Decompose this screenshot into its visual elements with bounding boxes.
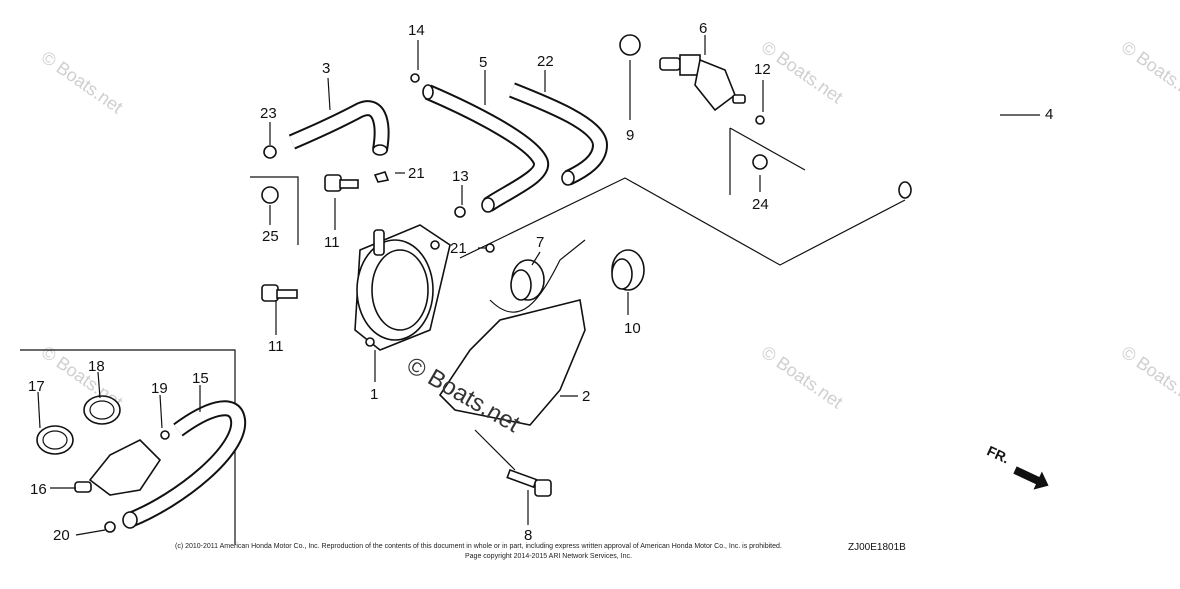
bracket-2 [438,239,586,426]
callout-1: 1 [370,386,378,403]
boundary-lines [20,127,906,545]
callout-10: 10 [624,320,641,337]
callout-16: 16 [30,481,47,498]
callout-23: 23 [260,105,277,122]
callout-11-upper: 11 [324,234,340,251]
callout-9: 9 [626,127,634,144]
callout-13: 13 [452,168,469,185]
callout-8: 8 [524,527,532,544]
callout-24: 24 [752,196,769,213]
callout-11-lower: 11 [268,338,284,355]
hose-4 [774,50,1010,199]
fuel-pump-1 [354,224,451,351]
callout-19: 19 [151,380,168,397]
direction-label: FR. [985,442,1012,466]
hose-15 [122,400,247,529]
watermark: © Boats.net [1118,37,1180,107]
bolt-11-upper [324,174,359,192]
callout-5: 5 [479,54,487,71]
clamp-18 [83,395,121,425]
grommet-7 [510,259,545,301]
callout-12: 12 [754,61,771,78]
clamp-17 [36,425,74,455]
arrow-icon [1013,466,1049,490]
callout-17: 17 [28,378,45,395]
callout-3: 3 [322,60,330,77]
copyright-line-1: (c) 2010-2011 American Honda Motor Co., … [175,543,782,550]
callout-7: 7 [536,234,544,251]
watermark: © Boats.net [758,342,847,412]
callout-labels: 1 2 3 4 5 6 7 8 9 10 11 11 12 13 14 15 1… [28,20,1053,544]
valve-16 [74,439,162,496]
callout-14: 14 [408,22,425,39]
callout-25: 25 [262,228,279,245]
watermark: © Boats.net [758,37,847,107]
callout-21-lower: 21 [450,240,467,257]
callout-6: 6 [699,20,707,37]
clips [104,34,768,533]
callout-18: 18 [88,358,105,375]
fuel-filter-6 [659,54,746,112]
watermark: © Boats.net [38,47,127,117]
leader-lines [37,35,1040,536]
callout-4: 4 [1045,106,1053,123]
callout-15: 15 [192,370,209,387]
grommet-10 [611,249,645,291]
front-direction-arrow: FR. [985,442,1049,490]
diagram-code: ZJ00E1801B [848,542,906,553]
bolt-11-lower [261,284,298,302]
callout-20: 20 [53,527,70,544]
copyright-line-2: Page copyright 2014-2015 ARI Network Ser… [465,553,632,560]
watermark: © Boats.net [1118,342,1180,412]
callout-21-upper: 21 [408,165,425,182]
hose-22 [509,82,609,186]
hose-3 [288,100,390,156]
callout-22: 22 [537,53,554,70]
hose-5 [422,84,549,213]
bolt-8 [506,468,552,497]
callout-2: 2 [582,388,590,405]
